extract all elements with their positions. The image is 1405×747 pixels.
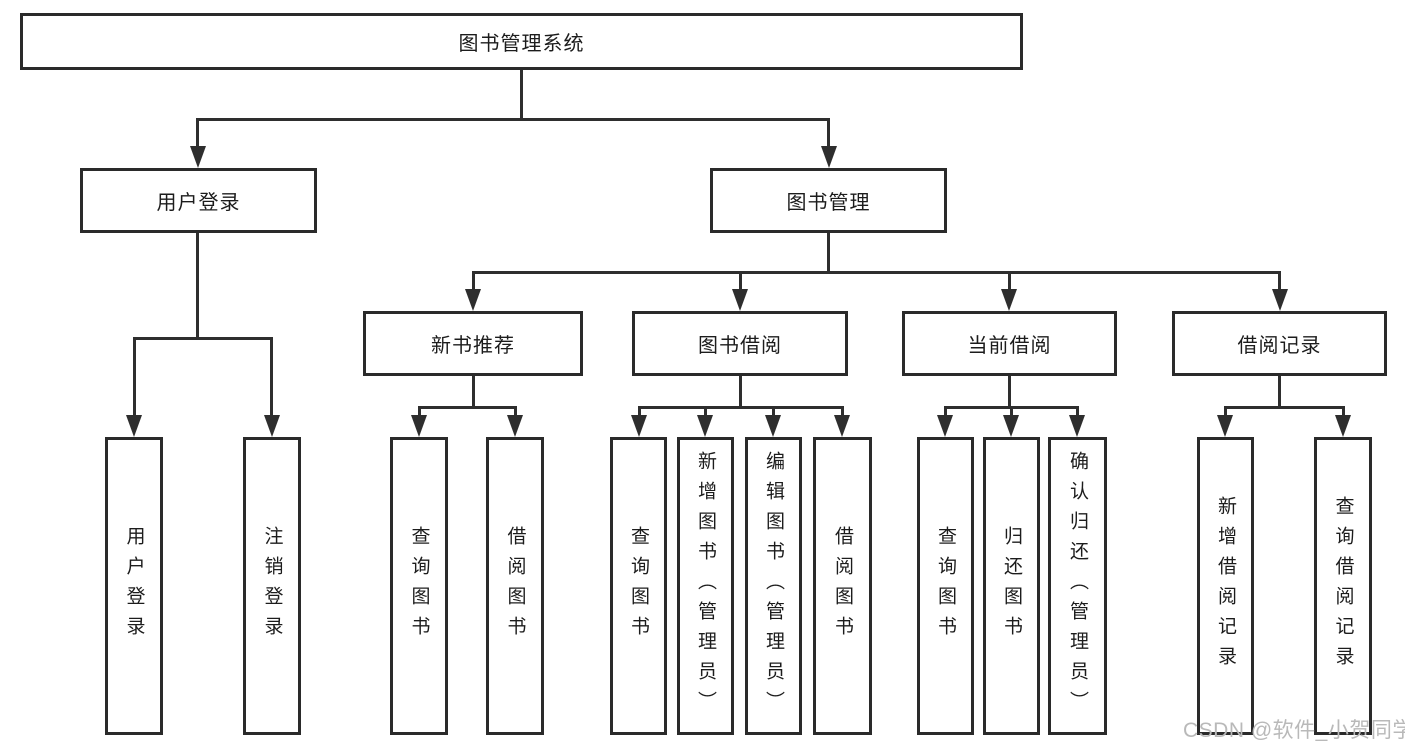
arrowhead-g2c2	[765, 415, 781, 437]
connector-new-book-stub	[472, 376, 475, 409]
node-label: 借阅图书	[504, 526, 526, 646]
csdn-watermark: CSDN @软件_小贺同学	[1183, 719, 1405, 742]
node-new-book-recommend: 新书推荐	[363, 311, 583, 376]
node-label: 新书推荐	[431, 335, 515, 357]
connector-borrow-record-hline	[1224, 406, 1344, 409]
arrowhead-g2c0	[631, 415, 647, 437]
node-label: 编辑图书（管理员）	[763, 451, 784, 721]
node-user-login: 用户登录	[80, 168, 317, 233]
connector-drop-g4c1	[1342, 406, 1345, 417]
node-book-management: 图书管理	[710, 168, 947, 233]
arrowhead-g3c0	[937, 415, 953, 437]
connector-new-book-hline	[418, 406, 516, 409]
connector-drop-g3c0	[944, 406, 947, 417]
node-label: 确认归还（管理员）	[1067, 451, 1088, 721]
arrowhead-g3c1	[1003, 415, 1019, 437]
connector-drop-current-borrow	[1008, 271, 1011, 291]
connector-drop-g2c0	[638, 406, 641, 417]
connector-drop-book-mgmt	[827, 118, 830, 148]
connector-drop-g1c1	[514, 406, 517, 417]
arrowhead-g3c2	[1069, 415, 1085, 437]
node-borrow-books: 借阅图书	[813, 437, 872, 735]
connector-drop-new-book	[472, 271, 475, 291]
node-current-borrowing: 当前借阅	[902, 311, 1117, 376]
connector-current-borrow-stub	[1008, 376, 1011, 409]
arrowhead-new-book	[465, 289, 481, 311]
connector-drop-logout	[270, 337, 273, 417]
node-logout: 注销登录	[243, 437, 301, 735]
node-label: 借阅图书	[832, 526, 853, 646]
connector-book-borrow-hline	[638, 406, 843, 409]
arrowhead-current-borrow	[1001, 289, 1017, 311]
node-label: 图书管理	[786, 192, 871, 214]
node-confirm-return-admin: 确认归还（管理员）	[1048, 437, 1107, 735]
node-label: 新增图书（管理员）	[695, 451, 716, 721]
arrowhead-g1c1	[507, 415, 523, 437]
node-add-borrow-record: 新增借阅记录	[1197, 437, 1254, 735]
connector-drop-g1c0	[418, 406, 421, 417]
arrowhead-borrow-record	[1272, 289, 1288, 311]
node-add-books-admin: 新增图书（管理员）	[677, 437, 734, 735]
connector-drop-g4c0	[1224, 406, 1227, 417]
node-label: 查询图书	[628, 526, 649, 646]
node-query-books-recommend: 查询图书	[390, 437, 448, 735]
node-label: 图书借阅	[698, 335, 782, 357]
arrowhead-user-login	[190, 146, 206, 168]
node-label: 新增借阅记录	[1215, 496, 1236, 676]
connector-level3-hline	[472, 271, 1281, 274]
connector-book-mgmt-stub	[827, 233, 830, 274]
connector-drop-user-login	[196, 118, 199, 148]
connector-level2-hline	[196, 118, 830, 121]
node-query-books-borrowing: 查询图书	[610, 437, 667, 735]
connector-drop-g2c3	[841, 406, 844, 417]
node-label: 查询图书	[408, 526, 430, 646]
node-label: 归还图书	[1001, 526, 1022, 646]
connector-root-stub	[520, 70, 523, 121]
connector-drop-borrow-record	[1278, 271, 1281, 291]
arrowhead-g2c3	[834, 415, 850, 437]
node-label: 注销登录	[261, 526, 283, 646]
arrowhead-g4c0	[1217, 415, 1233, 437]
node-return-books: 归还图书	[983, 437, 1040, 735]
node-borrowing-records: 借阅记录	[1172, 311, 1387, 376]
node-label: 查询图书	[935, 526, 956, 646]
node-edit-books-admin: 编辑图书（管理员）	[745, 437, 802, 735]
node-label: 图书管理系统	[458, 33, 585, 55]
connector-drop-g2c1	[704, 406, 707, 417]
node-borrow-books-recommend: 借阅图书	[486, 437, 544, 735]
node-book-borrowing: 图书借阅	[632, 311, 848, 376]
connector-drop-book-borrow	[739, 271, 742, 291]
arrowhead-g4c1	[1335, 415, 1351, 437]
node-login: 用户登录	[105, 437, 163, 735]
connector-user-login-hline	[133, 337, 273, 340]
connector-borrow-record-stub	[1278, 376, 1281, 409]
connector-drop-g2c2	[772, 406, 775, 417]
node-label: 当前借阅	[967, 335, 1052, 357]
arrowhead-book-mgmt	[821, 146, 837, 168]
node-label: 查询借阅记录	[1332, 496, 1354, 676]
node-library-management-system: 图书管理系统	[20, 13, 1023, 70]
node-query-books-current: 查询图书	[917, 437, 974, 735]
arrowhead-login	[126, 415, 142, 437]
node-label: 用户登录	[156, 192, 241, 214]
arrowhead-g2c1	[697, 415, 713, 437]
connector-book-borrow-stub	[739, 376, 742, 409]
connector-drop-g3c1	[1010, 406, 1013, 417]
arrowhead-book-borrow	[732, 289, 748, 311]
connector-drop-g3c2	[1076, 406, 1079, 417]
node-label: 借阅记录	[1237, 335, 1322, 357]
node-query-borrow-record: 查询借阅记录	[1314, 437, 1372, 735]
node-label: 用户登录	[123, 526, 145, 646]
arrowhead-logout	[264, 415, 280, 437]
connector-drop-login	[133, 337, 136, 417]
arrowhead-g1c0	[411, 415, 427, 437]
connector-user-login-stub	[196, 233, 199, 339]
